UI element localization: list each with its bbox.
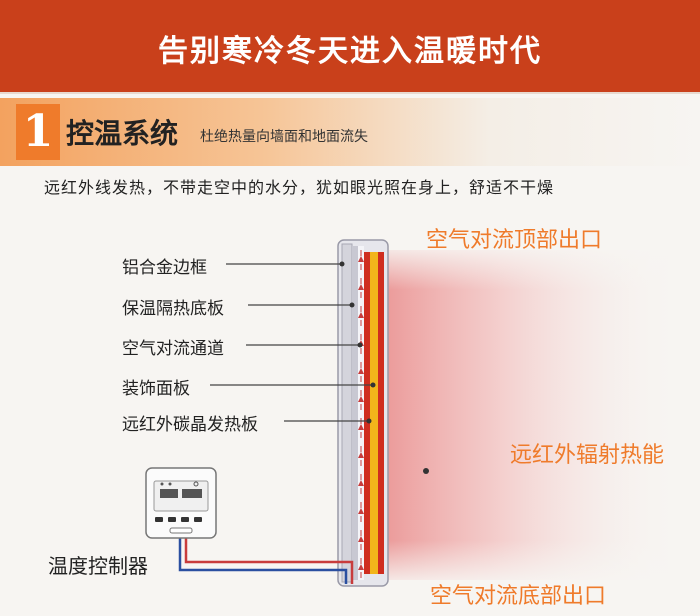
title-banner: 告别寒冷冬天进入温暖时代 [0, 0, 700, 94]
section-title: 控温系统 [66, 117, 179, 150]
air-channel [358, 246, 364, 580]
label-decorative-panel: 装饰面板 [122, 379, 190, 399]
description-text: 远红外线发热，不带走空中的水分，犹如眼光照在身上，舒适不干燥 [44, 178, 555, 197]
callout-radiation: 远红外辐射热能 [510, 443, 665, 468]
controller-button [168, 517, 176, 522]
controller-button [155, 517, 163, 522]
label-aluminum-frame: 铝合金边框 [122, 258, 207, 278]
label-temperature-controller: 温度控制器 [48, 554, 148, 578]
banner-title: 告别寒冷冬天进入温暖时代 [158, 34, 542, 69]
label-carbon-heater: 远红外碳晶发热板 [122, 415, 258, 435]
section-header [0, 98, 700, 166]
controller-button [181, 517, 189, 522]
controller-wires [178, 536, 354, 584]
insulation-board [352, 246, 358, 580]
controller-screen [153, 480, 209, 512]
callout-top-outlet: 空气对流顶部出口 [426, 228, 603, 253]
label-insulation-board: 保温隔热底板 [122, 299, 224, 319]
decorative-panel [364, 252, 370, 574]
temperature-controller [145, 467, 217, 539]
label-air-channel: 空气对流通道 [122, 339, 224, 359]
section-subtitle: 杜绝热量向墙面和地面流失 [200, 129, 368, 145]
section-number: 1 [16, 104, 60, 160]
controller-button [194, 517, 202, 522]
carbon-heater [370, 252, 378, 574]
callout-bottom-outlet: 空气对流底部出口 [430, 584, 607, 609]
